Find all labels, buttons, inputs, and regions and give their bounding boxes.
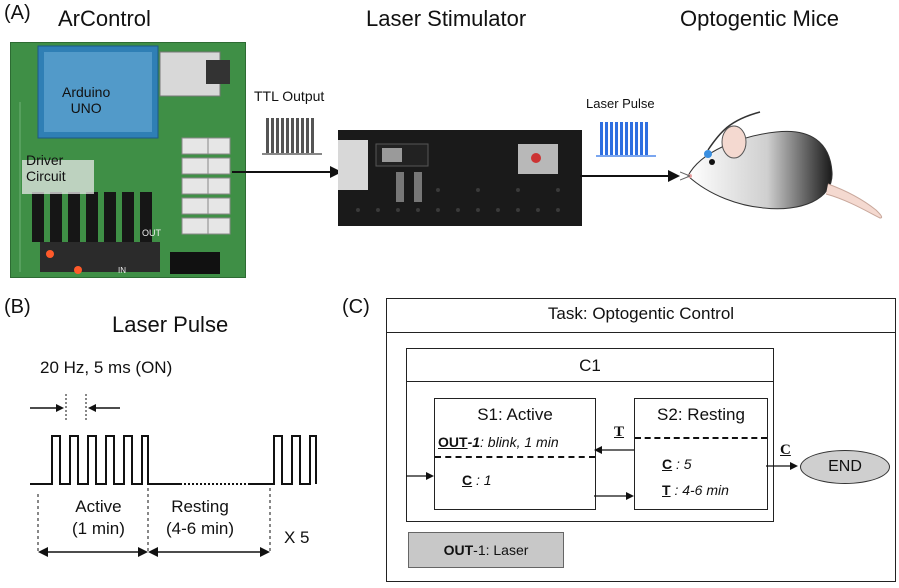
s2-cond-keyword: C	[662, 456, 673, 472]
state-transition-arrows	[406, 446, 798, 500]
s1-cond-value: : 1	[472, 472, 492, 488]
task-title-divider	[386, 332, 896, 333]
component-c1-title: C1	[579, 356, 601, 375]
laser-arrow	[580, 170, 680, 182]
active-duration-label: Active (1 min)	[72, 496, 125, 540]
board-in-label: IN	[118, 266, 126, 275]
repeat-count-label: X 5	[284, 528, 310, 547]
active-label-line2: (1 min)	[72, 519, 125, 538]
out-legend-keyword: OUT	[443, 542, 474, 558]
ttl-pulse-icon	[262, 118, 322, 155]
arcontrol-board-photo	[10, 42, 246, 278]
laser-stimulator-title: Laser Stimulator	[366, 6, 527, 31]
state-s2-timer: T : 4-6 min	[662, 482, 729, 498]
arduino-label-line1: Arduino	[62, 84, 111, 100]
panel-c-label: (C)	[342, 296, 370, 318]
laser-pulse-label: Laser Pulse	[586, 96, 655, 111]
state-s2-title: S2: Resting	[657, 405, 745, 424]
end-node-label: END	[828, 458, 862, 475]
driver-circuit-label: Driver Circuit	[26, 152, 66, 184]
arcontrol-title: ArControl	[58, 6, 151, 31]
laser-pulse-icon	[596, 122, 656, 157]
task-title: Task: Optogentic Control	[547, 304, 735, 323]
pulse-timing-diagram	[30, 394, 317, 557]
state-s2-box	[634, 398, 768, 510]
output-legend: OUT-1: Laser	[408, 532, 564, 568]
arduino-uno-label: Arduino UNO	[62, 84, 110, 116]
optogenetic-mice-title: Optogentic Mice	[680, 6, 839, 31]
s1-out-keyword: OUT	[438, 434, 468, 450]
s2-cond-value: : 5	[672, 456, 692, 472]
component-title-divider	[406, 381, 773, 382]
s1-out-number: -1	[467, 434, 481, 450]
state-s1-output: OUT-1: blink, 1 min	[438, 434, 559, 450]
state-s1-condition: C : 1	[462, 472, 492, 488]
out-legend-description: -1: Laser	[473, 542, 529, 558]
s2-time-value: : 4-6 min	[670, 482, 729, 498]
ttl-arrow	[232, 166, 342, 178]
driver-label-line2: Circuit	[26, 168, 66, 184]
s2-time-keyword: T	[662, 482, 671, 498]
resting-label-line2: (4-6 min)	[166, 519, 235, 538]
driver-label-line1: Driver	[26, 152, 64, 168]
resting-label-line1: Resting	[171, 497, 229, 516]
laser-stimulator-photo	[338, 130, 582, 226]
state-s1-title: S1: Active	[477, 405, 553, 424]
panel-a-label: (A)	[4, 2, 31, 24]
resting-duration-label: Resting (4-6 min)	[166, 496, 234, 540]
ttl-output-label: TTL Output	[254, 88, 325, 104]
optogenetic-mouse-illustration	[680, 111, 883, 219]
panel-b-label: (B)	[4, 296, 31, 318]
s1-out-description: : blink, 1 min	[480, 434, 559, 450]
s1-cond-keyword: C	[462, 472, 473, 488]
transition-c-label: C	[780, 442, 791, 458]
end-node: END	[800, 450, 890, 484]
state-s1-box	[434, 398, 596, 510]
panel-b-title: Laser Pulse	[112, 312, 229, 337]
board-out-label: OUT	[142, 228, 161, 238]
transition-t-label: T	[614, 424, 625, 440]
state-s1-divider	[435, 456, 595, 458]
active-label-line1: Active	[75, 497, 122, 516]
pulse-frequency-label: 20 Hz, 5 ms (ON)	[40, 358, 173, 377]
state-s2-divider	[635, 437, 767, 439]
state-s2-condition: C : 5	[662, 456, 692, 472]
arduino-label-line2: UNO	[70, 100, 102, 116]
